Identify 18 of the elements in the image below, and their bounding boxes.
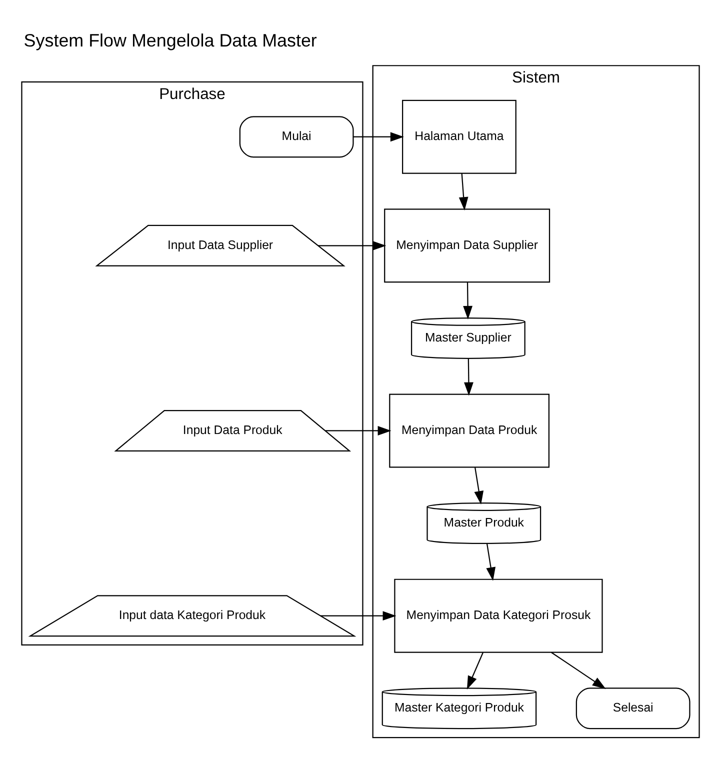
arrow [464,358,474,396]
node-box: Mulai [239,116,354,158]
arrow [474,467,484,504]
arrow [318,240,386,250]
node-box: Selesai [576,688,690,730]
node-box: Menyimpan Data Supplier [384,208,550,283]
node-box: Menyimpan Data Produk [389,394,550,468]
diagram-title: System Flow Mengelola Data Master [24,30,317,50]
arrow [486,543,496,581]
arrow [550,652,606,689]
arrow [320,611,396,621]
arrow [353,132,404,142]
arrow [466,652,484,690]
node-box: Halaman Utama [402,100,516,174]
arrow [458,173,468,211]
node-box: Menyimpan Data Kategori Prosuk [394,578,603,653]
arrow [463,282,473,320]
arrow [326,426,392,436]
